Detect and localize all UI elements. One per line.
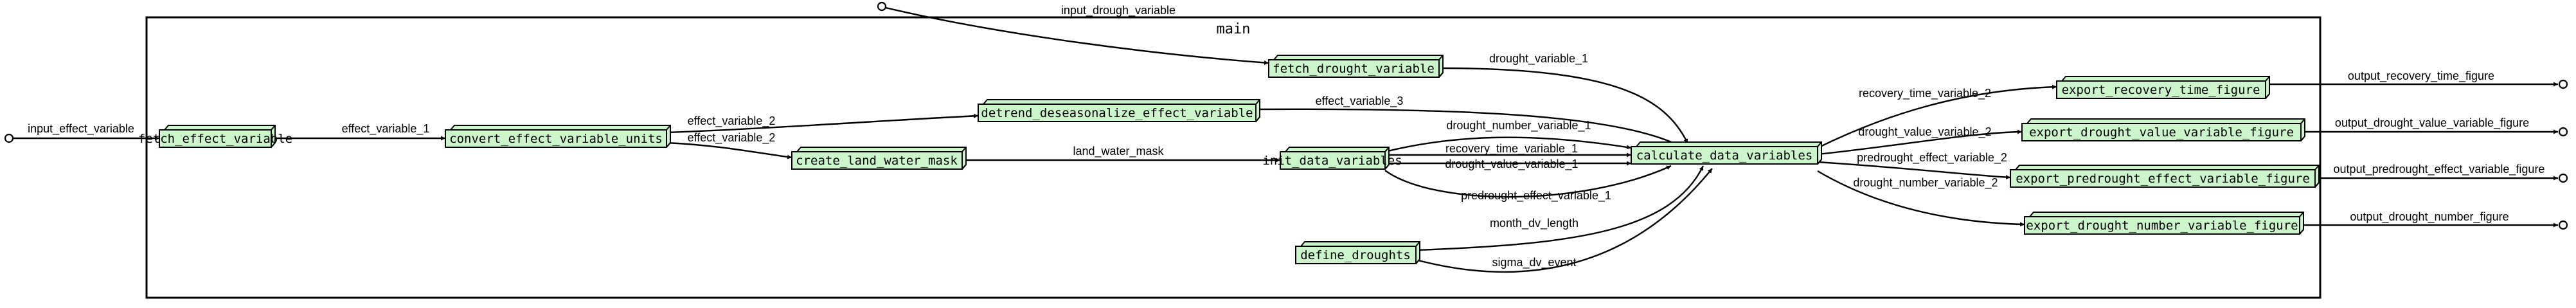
node-convert-effect-variable-units[interactable]: convert_effect_variable_units [445,125,671,149]
edge-drought-variable-1 [1438,67,1689,144]
edge-drought-number-2 [1817,170,2025,227]
edge-label: recovery_time_variable_1 [1445,142,1578,156]
node-define-droughts[interactable]: define_droughts [1295,241,1420,265]
edge-label: drought_value_variable_1 [1445,158,1578,171]
node-export-recovery-time-figure[interactable]: export_recovery_time_figure [2056,76,2270,100]
input-port-drought [877,1,887,12]
edge-predrought-effect-2 [1817,161,2011,180]
edge-label: output_drought_value_variable_figure [2335,116,2529,130]
edge-label: drought_number_variable_1 [1446,119,1591,132]
edge-effect-variable-2a [666,113,979,134]
edge-label: input_effect_variable [28,122,134,136]
edge-predrought-effect-1 [1384,165,1672,198]
edge-label: effect_variable_2 [688,114,776,128]
node-label: fetch_effect_variable [138,132,292,146]
edge-label: drought_variable_1 [1489,52,1588,66]
edge-sigma-dv-event [1415,168,1713,273]
edge-input-drought [885,6,1269,65]
edge-label: land_water_mask [1073,145,1164,158]
node-calculate-data-variables[interactable]: calculate_data_variables [1631,141,1822,165]
node-create-land-water-mask[interactable]: create_land_water_mask [791,147,967,170]
node-detrend-deseasonalize-effect-variable[interactable]: detrend_deseasonalize_effect_variable [978,99,1260,123]
edge-label: predrought_effect_variable_1 [1461,189,1611,203]
edge-label: predrought_effect_variable_2 [1857,151,2007,165]
edge-label: drought_number_variable_2 [1853,176,1998,190]
edge-label: month_dv_length [1490,217,1579,230]
node-label: convert_effect_variable_units [449,132,663,146]
node-fetch-drought-variable[interactable]: fetch_drought_variable [1268,55,1444,78]
cluster-title: main [1217,21,1251,37]
node-fetch-effect-variable[interactable]: fetch_effect_variable [138,125,292,149]
edge-label: effect_variable_3 [1316,95,1404,108]
node-label: export_drought_value_variable_figure [2029,125,2294,140]
edge-label: output_predrought_effect_variable_figure [2334,163,2545,176]
edge-label: effect_variable_1 [342,122,430,136]
node-label: fetch_drought_variable [1273,62,1435,76]
node-label: export_drought_number_variable_figure [2026,219,2298,233]
edge-month-dv-length [1415,165,1704,251]
edge-drought-number-1 [1384,136,1632,153]
edge-effect-variable-3 [1255,108,1682,148]
output-port-predrought [2558,173,2568,183]
edge-recovery-time-2 [1817,84,2057,149]
node-label: detrend_deseasonalize_effect_variable [981,106,1253,120]
node-label: export_recovery_time_figure [2062,83,2260,97]
node-export-predrought-effect-variable-figure[interactable]: export_predrought_effect_variable_figure [2010,165,2320,188]
node-export-drought-value-variable-figure[interactable]: export_drought_value_variable_figure [2021,118,2305,142]
edge-label: output_recovery_time_figure [2348,69,2494,83]
node-init-data-variables[interactable]: init_data_variables [1262,147,1402,170]
edge-drought-value-2 [1817,129,2023,156]
edge-label: sigma_dv_event [1492,256,1576,269]
output-port-drought-number [2558,220,2568,230]
main-cluster [145,16,2321,299]
input-port-effect [4,133,14,143]
edge-label: output_drought_number_figure [2350,210,2509,224]
node-label: calculate_data_variables [1636,149,1813,163]
edge-effect-variable-2b [666,141,792,159]
edge-label: input_drough_variable [1061,4,1176,17]
node-export-drought-number-variable-figure[interactable]: export_drought_number_variable_figure [2024,212,2304,235]
output-port-recovery [2558,79,2568,89]
node-label: export_predrought_effect_variable_figure [2016,172,2310,186]
node-label: create_land_water_mask [796,154,958,168]
output-port-drought-value [2558,127,2568,137]
edge-label: effect_variable_2 [688,131,776,145]
edge-label: drought_value_variable_2 [1858,125,1991,139]
node-label: init_data_variables [1262,154,1402,168]
node-label: define_droughts [1300,248,1411,262]
edge-label: recovery_time_variable_2 [1859,87,1991,100]
